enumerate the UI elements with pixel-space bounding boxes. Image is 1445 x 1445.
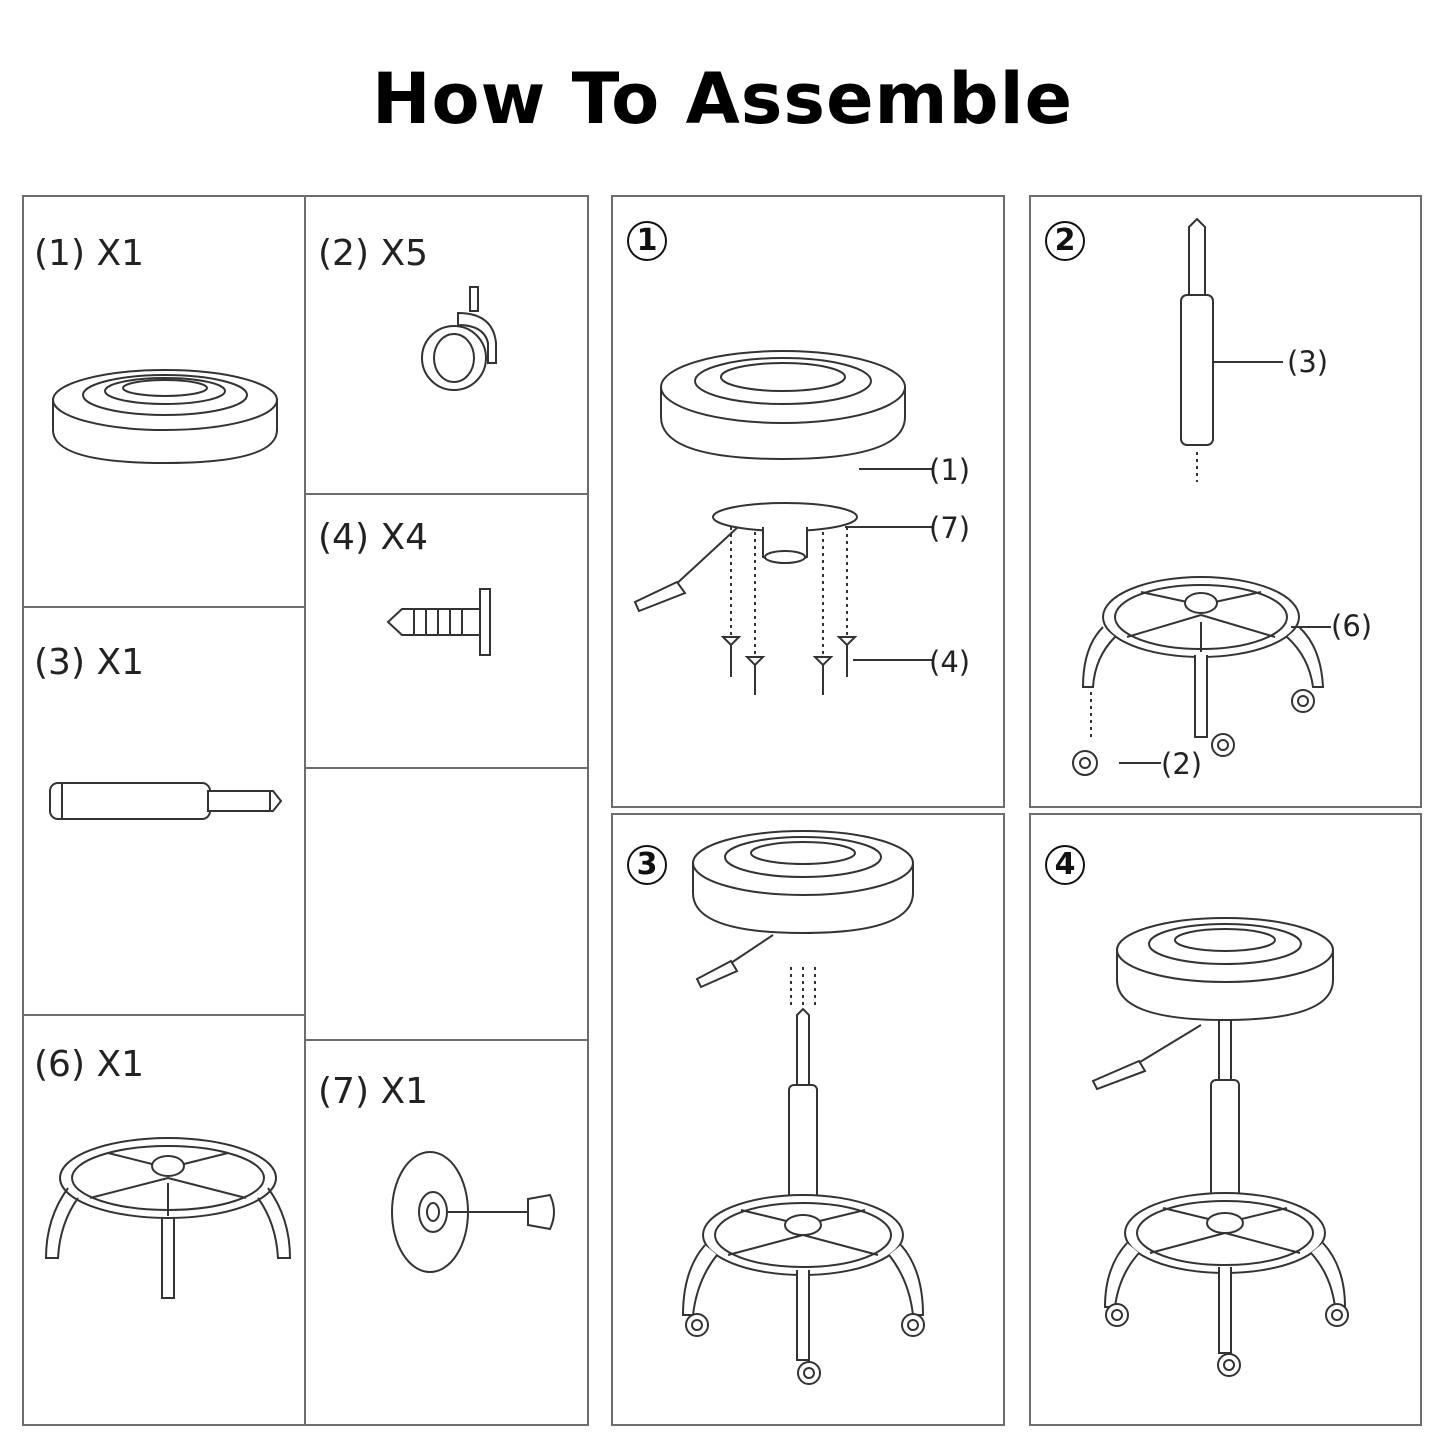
step3-illustration xyxy=(613,815,1007,1428)
page-title: How To Assemble xyxy=(371,58,1074,140)
step4-illustration xyxy=(1031,815,1424,1428)
step-panel-4: 4 xyxy=(1029,813,1422,1426)
callout-caster: (2) xyxy=(1161,747,1203,781)
step-panel-2: 2 (3) (6) (2) xyxy=(1029,195,1422,808)
step-panel-1: 1 xyxy=(611,195,1005,808)
step-number: 4 xyxy=(1045,845,1085,885)
step2-illustration xyxy=(1031,197,1424,810)
callout-mechanism: (7) xyxy=(929,511,971,545)
callout-base: (6) xyxy=(1331,609,1373,643)
part-label: (7) X1 xyxy=(318,1071,429,1112)
gas-lift-cylinder-icon xyxy=(48,780,284,822)
callout-gas-lift: (3) xyxy=(1287,345,1329,379)
part-label: (6) X1 xyxy=(34,1044,145,1085)
seat-mechanism-icon xyxy=(388,1147,568,1277)
step-panel-3: 3 xyxy=(611,813,1005,1426)
part-label: (2) X5 xyxy=(318,233,429,274)
part-panel-screw: (4) X4 xyxy=(304,493,589,769)
part-label: (3) X1 xyxy=(34,642,145,683)
part-panel-seat: (1) X1 xyxy=(22,195,306,608)
part-panel-caster: (2) X5 xyxy=(304,195,589,495)
part-label: (4) X4 xyxy=(318,517,429,558)
part-panel-base: (6) X1 xyxy=(22,1014,306,1426)
seat-cushion-icon xyxy=(50,365,280,467)
foot-ring-base-icon xyxy=(38,1128,298,1308)
step1-illustration xyxy=(613,197,1007,810)
screw-icon xyxy=(384,587,496,657)
part-panel-empty xyxy=(304,767,589,1041)
callout-seat: (1) xyxy=(929,453,971,487)
part-panel-gas-lift: (3) X1 xyxy=(22,606,306,1016)
part-label: (1) X1 xyxy=(34,233,145,274)
step-number: 3 xyxy=(627,845,667,885)
callout-screws: (4) xyxy=(929,645,971,679)
caster-wheel-icon xyxy=(418,283,508,393)
part-panel-mechanism: (7) X1 xyxy=(304,1039,589,1426)
step-number: 1 xyxy=(627,221,667,261)
step-number: 2 xyxy=(1045,221,1085,261)
